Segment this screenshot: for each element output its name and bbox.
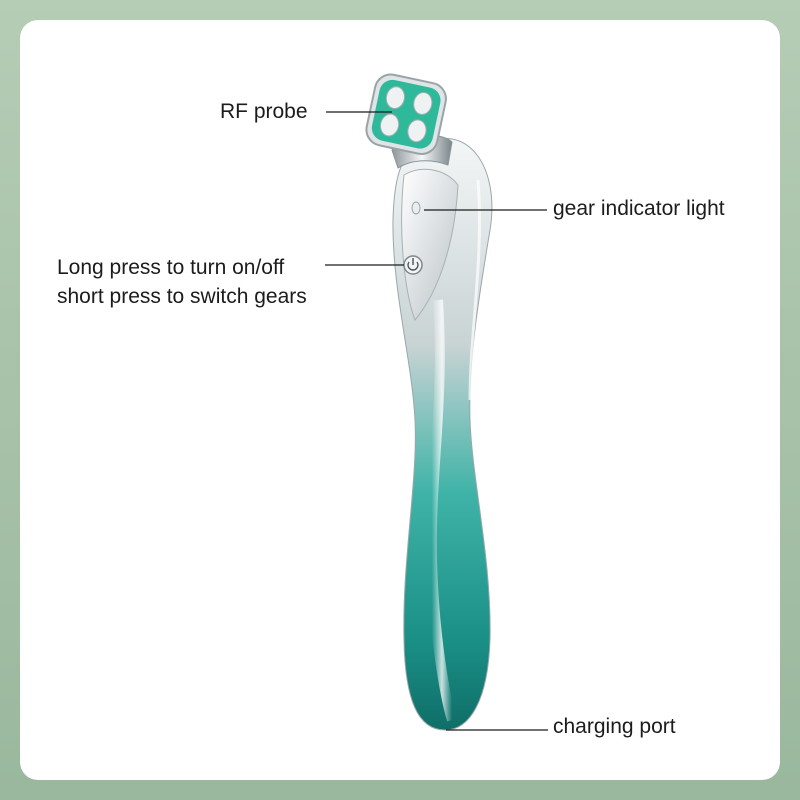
power-icon[interactable] <box>403 255 423 275</box>
gear-indicator-label: gear indicator light <box>553 197 725 220</box>
power-instructions-line1: Long press to turn on/off <box>57 256 285 279</box>
gear-indicator-light <box>411 201 421 215</box>
charging-port-label: charging port <box>553 715 676 738</box>
power-instructions-line2: short press to switch gears <box>57 285 307 308</box>
rf-probe-label: RF probe <box>220 100 308 123</box>
rf-probe <box>365 73 447 155</box>
